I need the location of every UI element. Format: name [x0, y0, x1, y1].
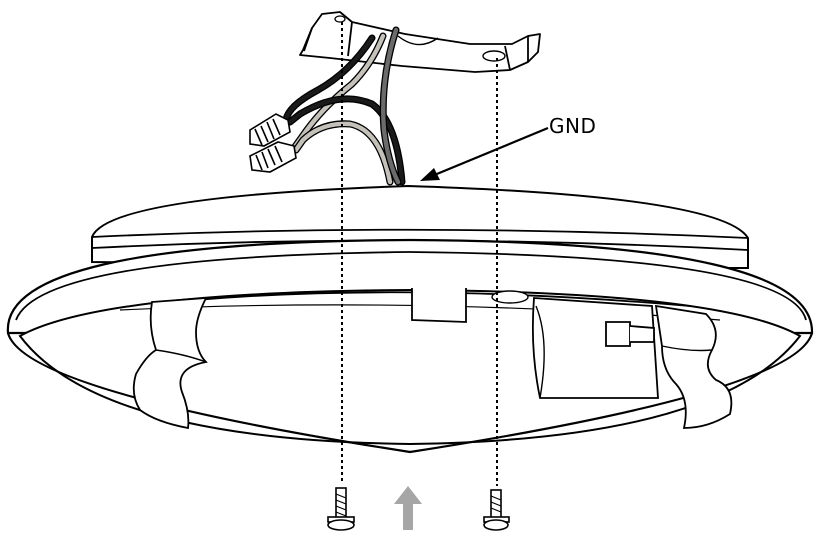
wire-nut-icon [249, 141, 297, 173]
right-clip [654, 304, 733, 429]
mounting-bracket [299, 11, 541, 73]
left-clip [132, 296, 208, 430]
screw-icon [327, 487, 355, 531]
screw-guide-lines [341, 22, 498, 486]
lamp-socket [531, 297, 659, 399]
gnd-label: GND [549, 114, 597, 138]
up-arrow-icon [394, 486, 422, 530]
fixture-interior [119, 288, 733, 430]
wire-nut-icon [249, 113, 291, 147]
screw-icon [483, 489, 510, 531]
wiring [279, 26, 406, 186]
gnd-callout-arrow [420, 126, 549, 181]
